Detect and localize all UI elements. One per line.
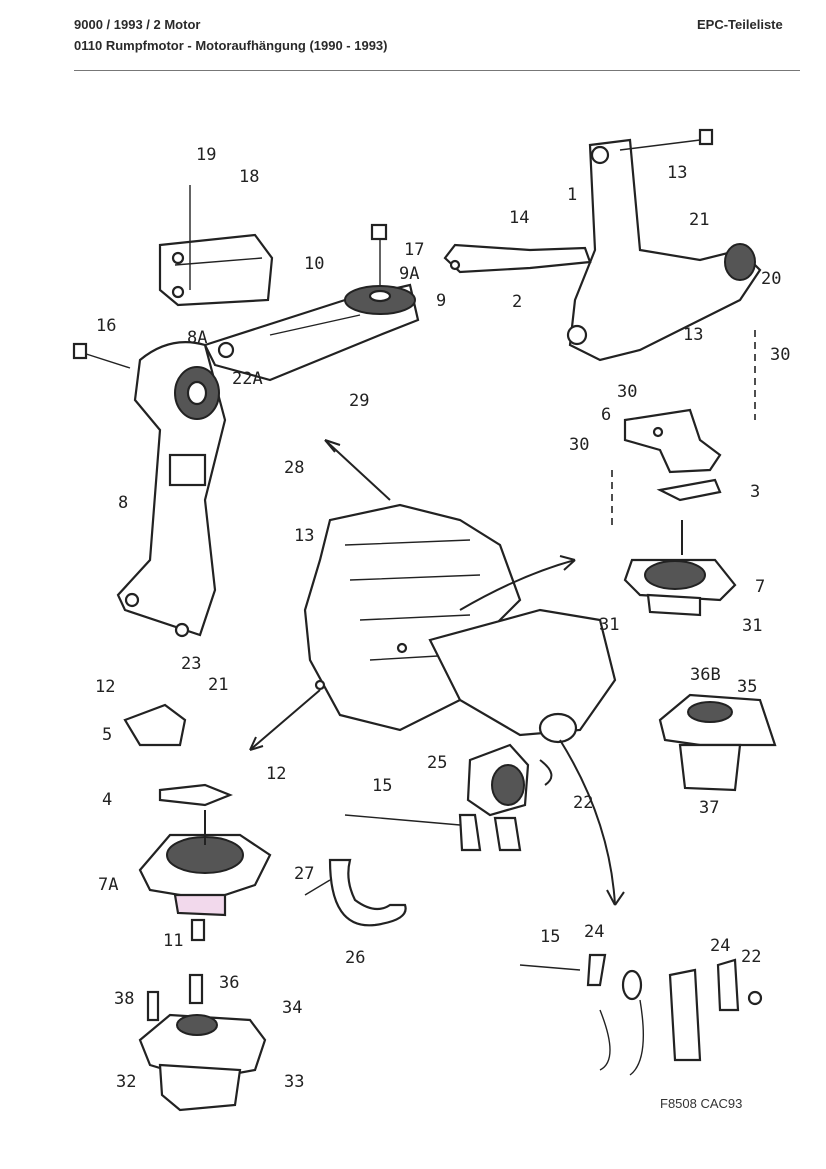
part-label: 36 <box>219 973 239 993</box>
part-label: 33 <box>284 1072 304 1092</box>
part-label: 3 <box>750 482 760 502</box>
part-label: 22 <box>741 947 761 967</box>
mount-35-drawing <box>658 693 777 792</box>
part-label: 13 <box>667 163 687 183</box>
part-label: 22A <box>232 369 263 389</box>
part-label: 12 <box>266 764 286 784</box>
part-label: 8A <box>187 328 207 348</box>
doc-subtitle: 0110 Rumpfmotor - Motoraufhängung (1990 … <box>74 38 388 53</box>
part-label: 9 <box>436 291 446 311</box>
part-label: 9A <box>399 264 419 284</box>
part-label: 22 <box>573 793 593 813</box>
doc-source: EPC-Teileliste <box>697 17 783 32</box>
part-label: 31 <box>742 616 762 636</box>
header-rule <box>74 70 800 71</box>
bracket-9-drawing <box>203 223 420 382</box>
engine-drawing <box>303 503 617 744</box>
part-label: 4 <box>102 790 112 810</box>
bushing-25-drawing <box>344 743 530 852</box>
bracket-24-drawing <box>519 953 763 1076</box>
doc-title: 9000 / 1993 / 2 Motor <box>74 17 201 32</box>
part-label: 35 <box>737 677 757 697</box>
part-label: 30 <box>770 345 790 365</box>
part-label: 24 <box>584 922 604 942</box>
part-label: 19 <box>196 145 216 165</box>
part-label: 12 <box>95 677 115 697</box>
bracket-1-drawing <box>566 128 762 362</box>
part-label: 21 <box>208 675 228 695</box>
part-label: 38 <box>114 989 134 1009</box>
part-label: 30 <box>617 382 637 402</box>
part-labels: 1 2 3 4 5 6 7 7A 8 8A 9 9A 10 11 12 12 1… <box>95 145 790 1111</box>
mount-7-drawing <box>611 330 756 617</box>
mount-7a-drawing <box>123 703 272 942</box>
part-label: 36B <box>690 665 721 685</box>
part-label: 31 <box>599 615 619 635</box>
part-label: 13 <box>294 526 314 546</box>
part-label: 1 <box>567 185 577 205</box>
part-label: 7 <box>755 577 765 597</box>
part-label: 27 <box>294 864 314 884</box>
part-label: 7A <box>98 875 118 895</box>
part-label: 32 <box>116 1072 136 1092</box>
bar-2-drawing <box>443 243 592 274</box>
part-label: 2 <box>512 292 522 312</box>
arm-8-drawing <box>72 341 227 638</box>
mount-32-drawing <box>138 973 267 1112</box>
part-label: 5 <box>102 725 112 745</box>
part-label: 30 <box>569 435 589 455</box>
assembly-arrows <box>249 439 625 906</box>
part-label: 25 <box>427 753 447 773</box>
part-label: 23 <box>181 654 201 674</box>
bracket-6-drawing <box>623 408 722 502</box>
part-label: 10 <box>304 254 324 274</box>
part-label: 16 <box>96 316 116 336</box>
part-label: 11 <box>163 931 183 951</box>
part-label: 15 <box>540 927 560 947</box>
part-label: 13 <box>683 325 703 345</box>
part-label: 28 <box>284 458 304 478</box>
part-label: 17 <box>404 240 424 260</box>
clamp-26-drawing <box>304 858 407 927</box>
part-label: 15 <box>372 776 392 796</box>
part-label: 24 <box>710 936 730 956</box>
part-label: 6 <box>601 405 611 425</box>
part-label: 18 <box>239 167 259 187</box>
part-label: 21 <box>689 210 709 230</box>
part-label: 29 <box>349 391 369 411</box>
bracket-10-drawing <box>158 185 274 307</box>
part-label: 37 <box>699 798 719 818</box>
part-label: 8 <box>118 493 128 513</box>
part-label: 14 <box>509 208 529 228</box>
part-label: 34 <box>282 998 302 1018</box>
part-label: 20 <box>761 269 781 289</box>
part-label: 26 <box>345 948 365 968</box>
figure-code: F8508 CAC93 <box>660 1096 742 1111</box>
